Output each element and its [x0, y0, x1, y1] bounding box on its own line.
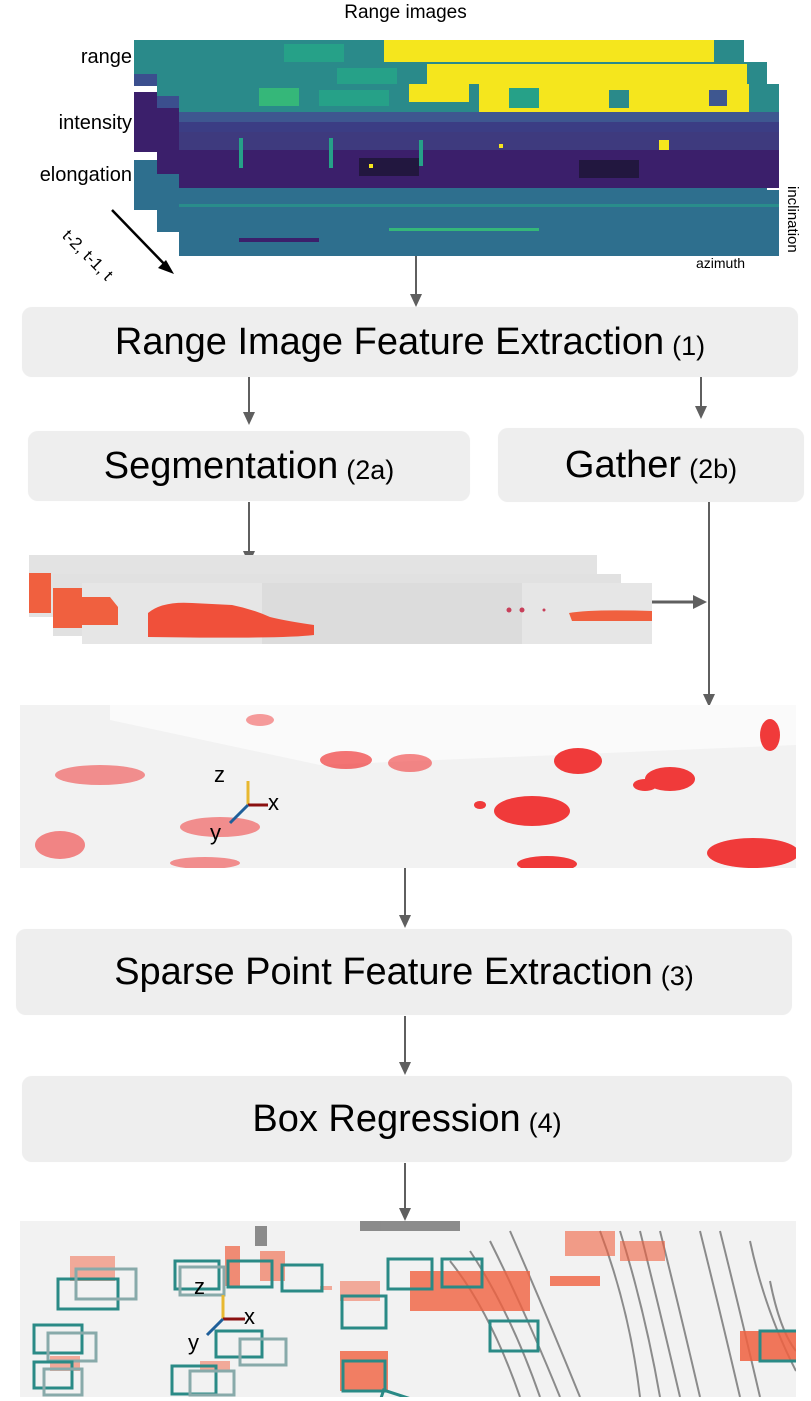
- inclination-label: inclination: [784, 186, 801, 253]
- stage-sparse-point-feature-extraction[interactable]: Sparse Point Feature Extraction (3): [16, 929, 792, 1015]
- gathered-point-cloud: [20, 705, 796, 868]
- stage-gather[interactable]: Gather (2b): [498, 428, 804, 502]
- stage-number: (2a): [346, 454, 395, 485]
- time-arrow: [78, 196, 178, 286]
- azimuth-label: azimuth: [696, 255, 746, 271]
- coordinate-axes-gizmo: z x y: [200, 760, 300, 850]
- box-regression-output: [20, 1221, 796, 1397]
- stage-label: Range Image Feature Extraction: [114, 320, 665, 363]
- stage-number: (3): [660, 960, 694, 991]
- axis-label-z: z: [194, 1274, 205, 1299]
- stage-label: Box Regression: [252, 1097, 521, 1140]
- axis-label-y: y: [210, 820, 221, 845]
- axis-label-z: z: [214, 762, 225, 787]
- stage-box-regression[interactable]: Box Regression (4): [22, 1076, 792, 1162]
- axis-label-x: x: [268, 790, 279, 815]
- channel-label-intensity: intensity: [58, 112, 132, 134]
- segmentation-frame-t: [82, 583, 652, 644]
- axis-label-y: y: [188, 1330, 199, 1355]
- stage-range-image-feature-extraction[interactable]: Range Image Feature Extraction (1): [22, 307, 798, 377]
- coordinate-axes-gizmo-boxes: z x y: [182, 1274, 282, 1372]
- stage-label: Gather: [564, 443, 682, 486]
- stage-label: Sparse Point Feature Extraction: [114, 950, 653, 993]
- range-images-title: Range images: [344, 2, 467, 23]
- stage-number: (2b): [689, 453, 738, 484]
- range-image-frame-t: [179, 84, 779, 256]
- stage-number: (4): [528, 1107, 562, 1138]
- axis-label-x: x: [244, 1304, 255, 1329]
- channel-label-elongation: elongation: [39, 164, 132, 186]
- stage-segmentation[interactable]: Segmentation (2a): [28, 431, 470, 501]
- stage-number: (1): [672, 330, 706, 361]
- stage-label: Segmentation: [103, 444, 339, 487]
- channel-label-range: range: [80, 46, 132, 68]
